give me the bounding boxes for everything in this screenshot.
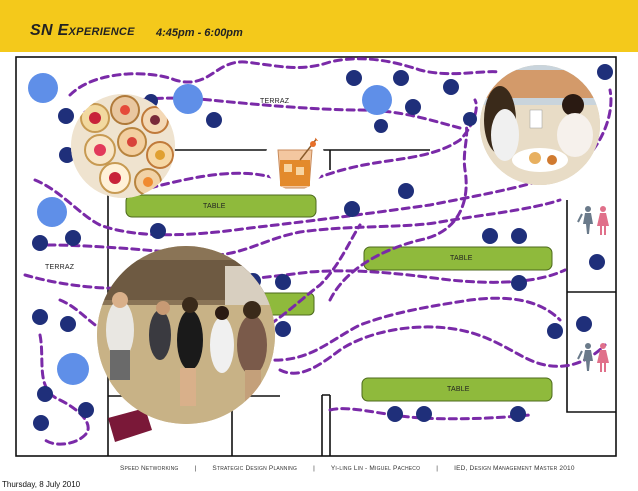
entrance-rug xyxy=(108,408,152,442)
table-label-right: TABLE xyxy=(450,255,473,262)
footer-separator: | xyxy=(194,465,197,472)
table-right xyxy=(363,246,553,271)
page-title: SN Experience xyxy=(30,22,135,39)
footer: Speed Networking | Strategic Design Plan… xyxy=(120,465,575,472)
drink-photo xyxy=(265,130,325,190)
footer-separator: | xyxy=(436,465,439,472)
footer-item: Strategic Design Planning xyxy=(212,465,298,472)
footer-item: Speed Networking xyxy=(120,465,179,472)
restroom-icon-top xyxy=(577,206,609,235)
table-top xyxy=(125,194,317,218)
group-photo xyxy=(97,246,275,424)
terraz-label-top: TERRAZ xyxy=(260,98,290,105)
food-photo xyxy=(71,94,175,198)
dark-dots xyxy=(32,64,613,431)
table-label-bottom: TABLE xyxy=(447,386,470,393)
footer-item: Yi-ling Lin - Miguel Pacheco xyxy=(330,465,421,472)
footer-separator: | xyxy=(313,465,315,472)
table-bottom xyxy=(361,377,553,402)
light-dots xyxy=(28,73,392,385)
table-label-top: TABLE xyxy=(203,203,226,210)
header-bar: SN Experience 4:45pm - 6:00pm xyxy=(0,0,638,52)
terraz-label-left: TERRAZ xyxy=(45,264,75,271)
slide-date: Thursday, 8 July 2010 xyxy=(2,480,81,489)
terrace-photo xyxy=(480,65,600,185)
time-range: 4:45pm - 6:00pm xyxy=(156,27,243,39)
restroom-icon-bottom xyxy=(577,343,609,372)
footer-item: IED, Design Management Master 2010 xyxy=(454,465,575,472)
